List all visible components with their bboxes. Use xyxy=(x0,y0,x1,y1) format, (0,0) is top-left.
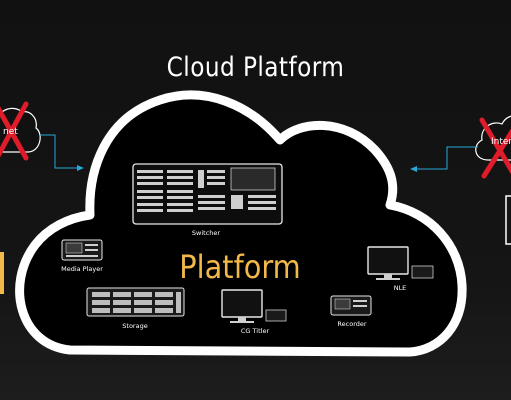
nle-label: NLE xyxy=(393,284,407,292)
internet-right-label: Inter xyxy=(491,137,511,147)
internet-right-blocked xyxy=(475,115,511,179)
platform-label: Platform xyxy=(179,248,301,286)
storage-icon xyxy=(86,287,185,317)
diagram-title: Cloud Platform xyxy=(166,52,345,83)
internet-left-label: net xyxy=(3,127,18,137)
switcher-icon xyxy=(132,163,283,225)
recorder-label: Recorder xyxy=(337,320,367,328)
nle-icon xyxy=(367,246,434,280)
switcher-label: Switcher xyxy=(191,229,221,237)
cross-line xyxy=(481,128,511,179)
offscreen-box xyxy=(505,195,511,245)
cross-line xyxy=(0,101,29,158)
left-link-arrow xyxy=(40,134,84,171)
storage-label: Storage xyxy=(122,322,148,330)
right-link-arrow xyxy=(410,146,478,172)
recorder-icon xyxy=(330,295,372,316)
media-player-icon xyxy=(61,239,103,261)
accent-sliver xyxy=(0,252,4,294)
media-player-label: Media Player xyxy=(61,265,103,273)
cg-titler-icon xyxy=(221,289,287,323)
cg-titler-label: CG Titler xyxy=(240,327,270,335)
internet-left-blocked xyxy=(0,101,41,161)
